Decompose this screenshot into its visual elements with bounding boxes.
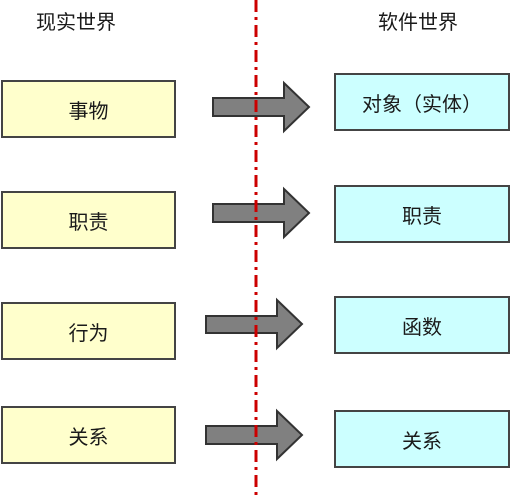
real-box-behavior: 行为: [1, 302, 176, 360]
arrow-right-icon: [212, 186, 311, 240]
software-box-responsibility: 职责: [334, 185, 510, 243]
software-box-relation: 关系: [334, 410, 510, 468]
arrow-right-icon: [205, 297, 304, 351]
software-box-object: 对象（实体）: [334, 73, 510, 131]
software-world-heading: 软件世界: [378, 10, 458, 34]
real-world-heading: 现实世界: [36, 10, 116, 34]
real-box-thing: 事物: [1, 80, 176, 138]
arrow-right-icon: [212, 80, 311, 134]
arrow-right-icon: [205, 408, 304, 462]
real-box-responsibility: 职责: [1, 191, 176, 249]
real-box-relation: 关系: [1, 406, 176, 464]
software-box-function: 函数: [334, 296, 510, 354]
